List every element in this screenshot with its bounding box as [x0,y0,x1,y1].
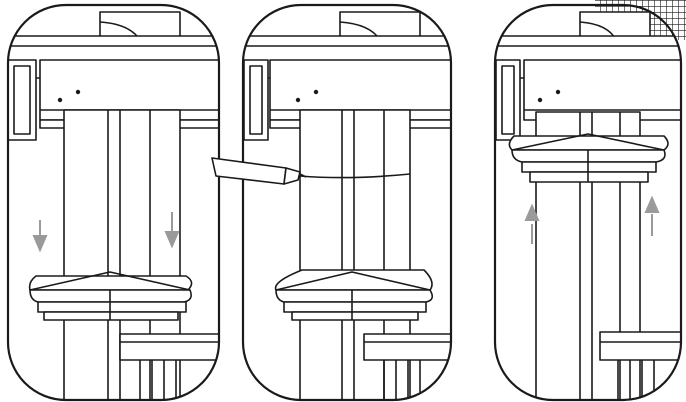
step-1-frame [6,3,221,402]
step-2-frame [241,3,453,402]
up-arrow-icon [644,195,660,236]
caulk-tube-icon [211,157,307,185]
step-3-panel [495,11,681,400]
down-arrow-icon [32,220,48,253]
step-3-frame [493,3,683,402]
step-2-panel [243,11,451,400]
step-1-panel [8,11,219,400]
base-collar [28,275,193,291]
bolt-dots [57,89,561,103]
sealant-bead [299,173,411,179]
up-arrow-icon [524,203,540,244]
raised-collar [508,135,669,151]
down-arrow-icon [164,212,180,249]
